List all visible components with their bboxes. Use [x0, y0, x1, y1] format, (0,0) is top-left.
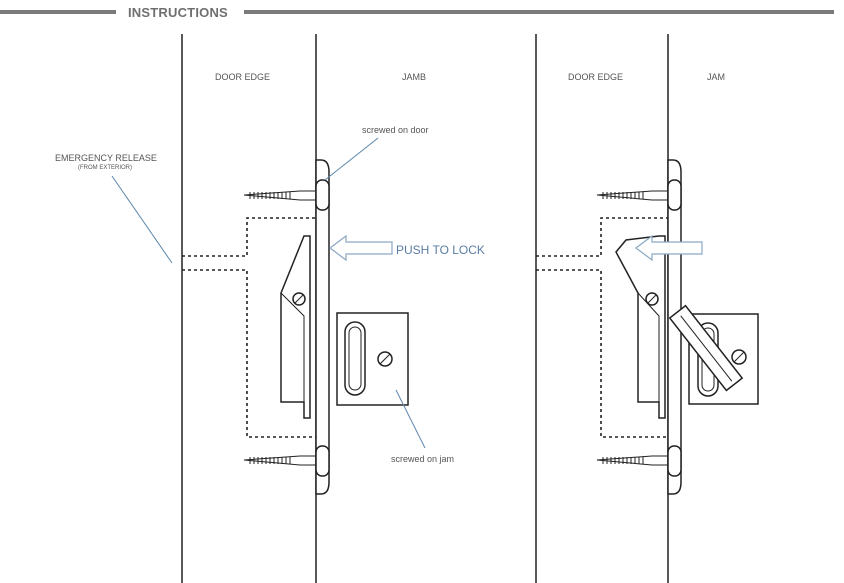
- strike-plate-slot: [344, 321, 366, 396]
- screw-bottom: [243, 455, 317, 466]
- push-arrow: [635, 234, 703, 262]
- screwed-on-door-leader: [324, 137, 379, 181]
- screwed-on-jam-label: screwed on jam: [391, 454, 454, 464]
- latch-inner-edge: [280, 292, 305, 402]
- screw-top: [596, 190, 669, 201]
- faceplate-slot-bottom: [667, 445, 682, 477]
- push-arrow: [329, 234, 393, 262]
- screw-bottom: [596, 455, 669, 466]
- latch-release-bar: [668, 304, 744, 392]
- mortise-dashed-outline: [536, 217, 668, 438]
- emergency-release-sublabel: (FROM EXTERIOR): [78, 165, 132, 171]
- right-panel-unlocked-diagram: DOOR EDGE JAM: [535, 34, 759, 583]
- latch-body: [615, 235, 666, 419]
- emergency-release-label: EMERGENCY RELEASE: [55, 153, 157, 163]
- latch-body: [280, 235, 311, 419]
- screwed-on-door-label: screwed on door: [362, 125, 429, 135]
- latch-pivot-slash: [294, 294, 304, 304]
- screw-top: [243, 190, 317, 201]
- latch-inner-edge: [637, 292, 660, 402]
- door-edge-label: DOOR EDGE: [215, 72, 270, 82]
- latch-pivot-slash: [647, 294, 657, 304]
- header-title: INSTRUCTIONS: [128, 5, 228, 20]
- mortise-dashed-outline: [182, 217, 316, 438]
- instructions-header: INSTRUCTIONS: [0, 5, 834, 20]
- emergency-release-leader: [111, 175, 173, 264]
- header-rule-right: [244, 10, 834, 14]
- faceplate-slot-top: [315, 179, 330, 211]
- header-rule-left: [0, 10, 116, 14]
- faceplate-slot-bottom: [315, 445, 330, 477]
- strike-screw-slash: [379, 353, 391, 365]
- push-to-lock-label: PUSH TO LOCK: [396, 243, 485, 257]
- strike-screw-slash: [733, 351, 745, 363]
- left-panel-locked-diagram: DOOR EDGE JAMB EMERGENCY RELEASE (FROM E…: [55, 34, 485, 583]
- screwed-on-jam-leader: [395, 389, 426, 449]
- faceplate-slot-top: [667, 179, 682, 211]
- faceplate: [315, 159, 330, 495]
- strike-plate-slot-inner: [348, 326, 362, 391]
- jam-label: JAM: [707, 72, 725, 82]
- door-edge-label: DOOR EDGE: [568, 72, 623, 82]
- jamb-label: JAMB: [402, 72, 426, 82]
